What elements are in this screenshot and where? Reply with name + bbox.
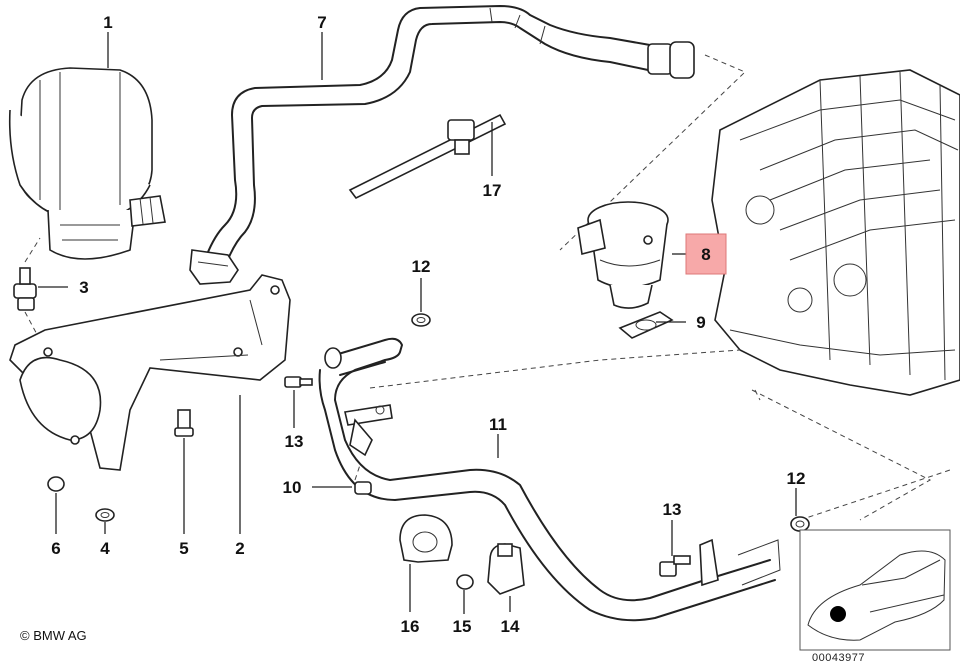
callout-12-lower: 12 bbox=[787, 469, 806, 488]
rubber-mount-drawing bbox=[13, 237, 41, 341]
pipe-11-drawing bbox=[318, 337, 951, 622]
callout-16: 16 bbox=[401, 617, 420, 636]
callout-12-upper: 12 bbox=[412, 257, 431, 276]
callout-3: 3 bbox=[79, 278, 88, 297]
air-pump-drawing bbox=[8, 67, 166, 260]
callout-11: 11 bbox=[489, 415, 507, 434]
oring-12b-drawing bbox=[790, 516, 810, 532]
copyright-text: © BMW AG bbox=[20, 628, 87, 643]
callout-6: 6 bbox=[51, 539, 60, 558]
valve-8-drawing bbox=[577, 201, 669, 309]
highlight-box bbox=[685, 233, 727, 275]
callout-4: 4 bbox=[100, 539, 110, 558]
callout-7: 7 bbox=[317, 13, 326, 32]
oring-12a-drawing bbox=[411, 313, 431, 327]
vehicle-thumbnail bbox=[799, 529, 951, 651]
hose-7-drawing bbox=[189, 5, 746, 285]
engine-drawing bbox=[711, 69, 960, 521]
callout-9: 9 bbox=[696, 313, 705, 332]
callout-labels: 1 7 17 3 8 9 12 11 13 10 12 13 6 4 5 2 1… bbox=[51, 13, 805, 636]
gasket-9-drawing bbox=[618, 311, 674, 339]
diagram-id: 00043977 bbox=[812, 652, 865, 664]
callout-2: 2 bbox=[235, 539, 244, 558]
callout-15: 15 bbox=[453, 617, 472, 636]
callout-10: 10 bbox=[283, 478, 302, 497]
callout-13-lower: 13 bbox=[663, 500, 682, 519]
bolts-drawing bbox=[47, 376, 691, 590]
callout-13-upper: 13 bbox=[285, 432, 304, 451]
bracket-drawing bbox=[9, 274, 291, 471]
clips-drawing bbox=[399, 514, 525, 595]
callout-5: 5 bbox=[179, 539, 188, 558]
callout-14: 14 bbox=[501, 617, 520, 636]
callout-8: 8 bbox=[701, 245, 710, 264]
callout-17: 17 bbox=[483, 181, 502, 200]
leader-lines bbox=[38, 32, 797, 614]
cable-tie-drawing bbox=[348, 113, 507, 200]
callout-1: 1 bbox=[103, 13, 112, 32]
